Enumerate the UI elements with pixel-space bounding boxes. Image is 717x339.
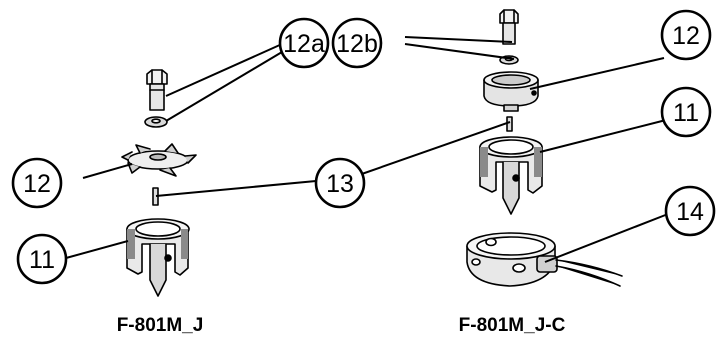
svg-text:12a: 12a	[283, 30, 325, 58]
callout-12-right: 12	[660, 9, 712, 61]
caption-left: F-801M_J	[117, 315, 204, 336]
leader-12b-washer	[404, 43, 515, 60]
bolt-left	[146, 69, 168, 111]
leader-12a-washer	[165, 51, 283, 122]
impeller-left	[121, 143, 197, 177]
sensor-collar	[466, 232, 623, 287]
leader-12-left	[82, 163, 133, 179]
leader-11-left	[65, 240, 129, 259]
callout-11-right: 11	[660, 86, 712, 138]
callout-14: 14	[664, 185, 716, 237]
svg-text:12: 12	[672, 22, 700, 50]
svg-text:13: 13	[326, 170, 354, 198]
leader-13-left	[155, 180, 317, 197]
leader-12-right	[529, 57, 665, 90]
leader-14	[544, 213, 669, 263]
pin-right	[506, 116, 513, 132]
svg-text:12b: 12b	[336, 30, 378, 58]
callout-12b: 12b	[331, 17, 383, 69]
svg-text:12: 12	[23, 170, 51, 198]
svg-text:11: 11	[29, 246, 55, 274]
bolt-right	[499, 9, 519, 45]
caption-right: F-801M_J-C	[459, 315, 566, 336]
cap-right	[483, 71, 539, 112]
leader-11-right	[539, 119, 667, 153]
leader-12b-bolt	[404, 36, 513, 43]
leader-12a-bolt	[165, 43, 283, 97]
leader-13-right	[355, 121, 511, 177]
coupling-left	[126, 218, 190, 297]
callout-13: 13	[314, 157, 366, 209]
washer-left	[144, 116, 168, 128]
callout-12a: 12a	[278, 17, 330, 69]
callout-11-left: 11	[16, 233, 68, 285]
svg-text:11: 11	[673, 99, 699, 127]
coupling-right	[479, 136, 543, 215]
svg-text:14: 14	[676, 198, 704, 226]
callout-12-left: 12	[11, 157, 63, 209]
